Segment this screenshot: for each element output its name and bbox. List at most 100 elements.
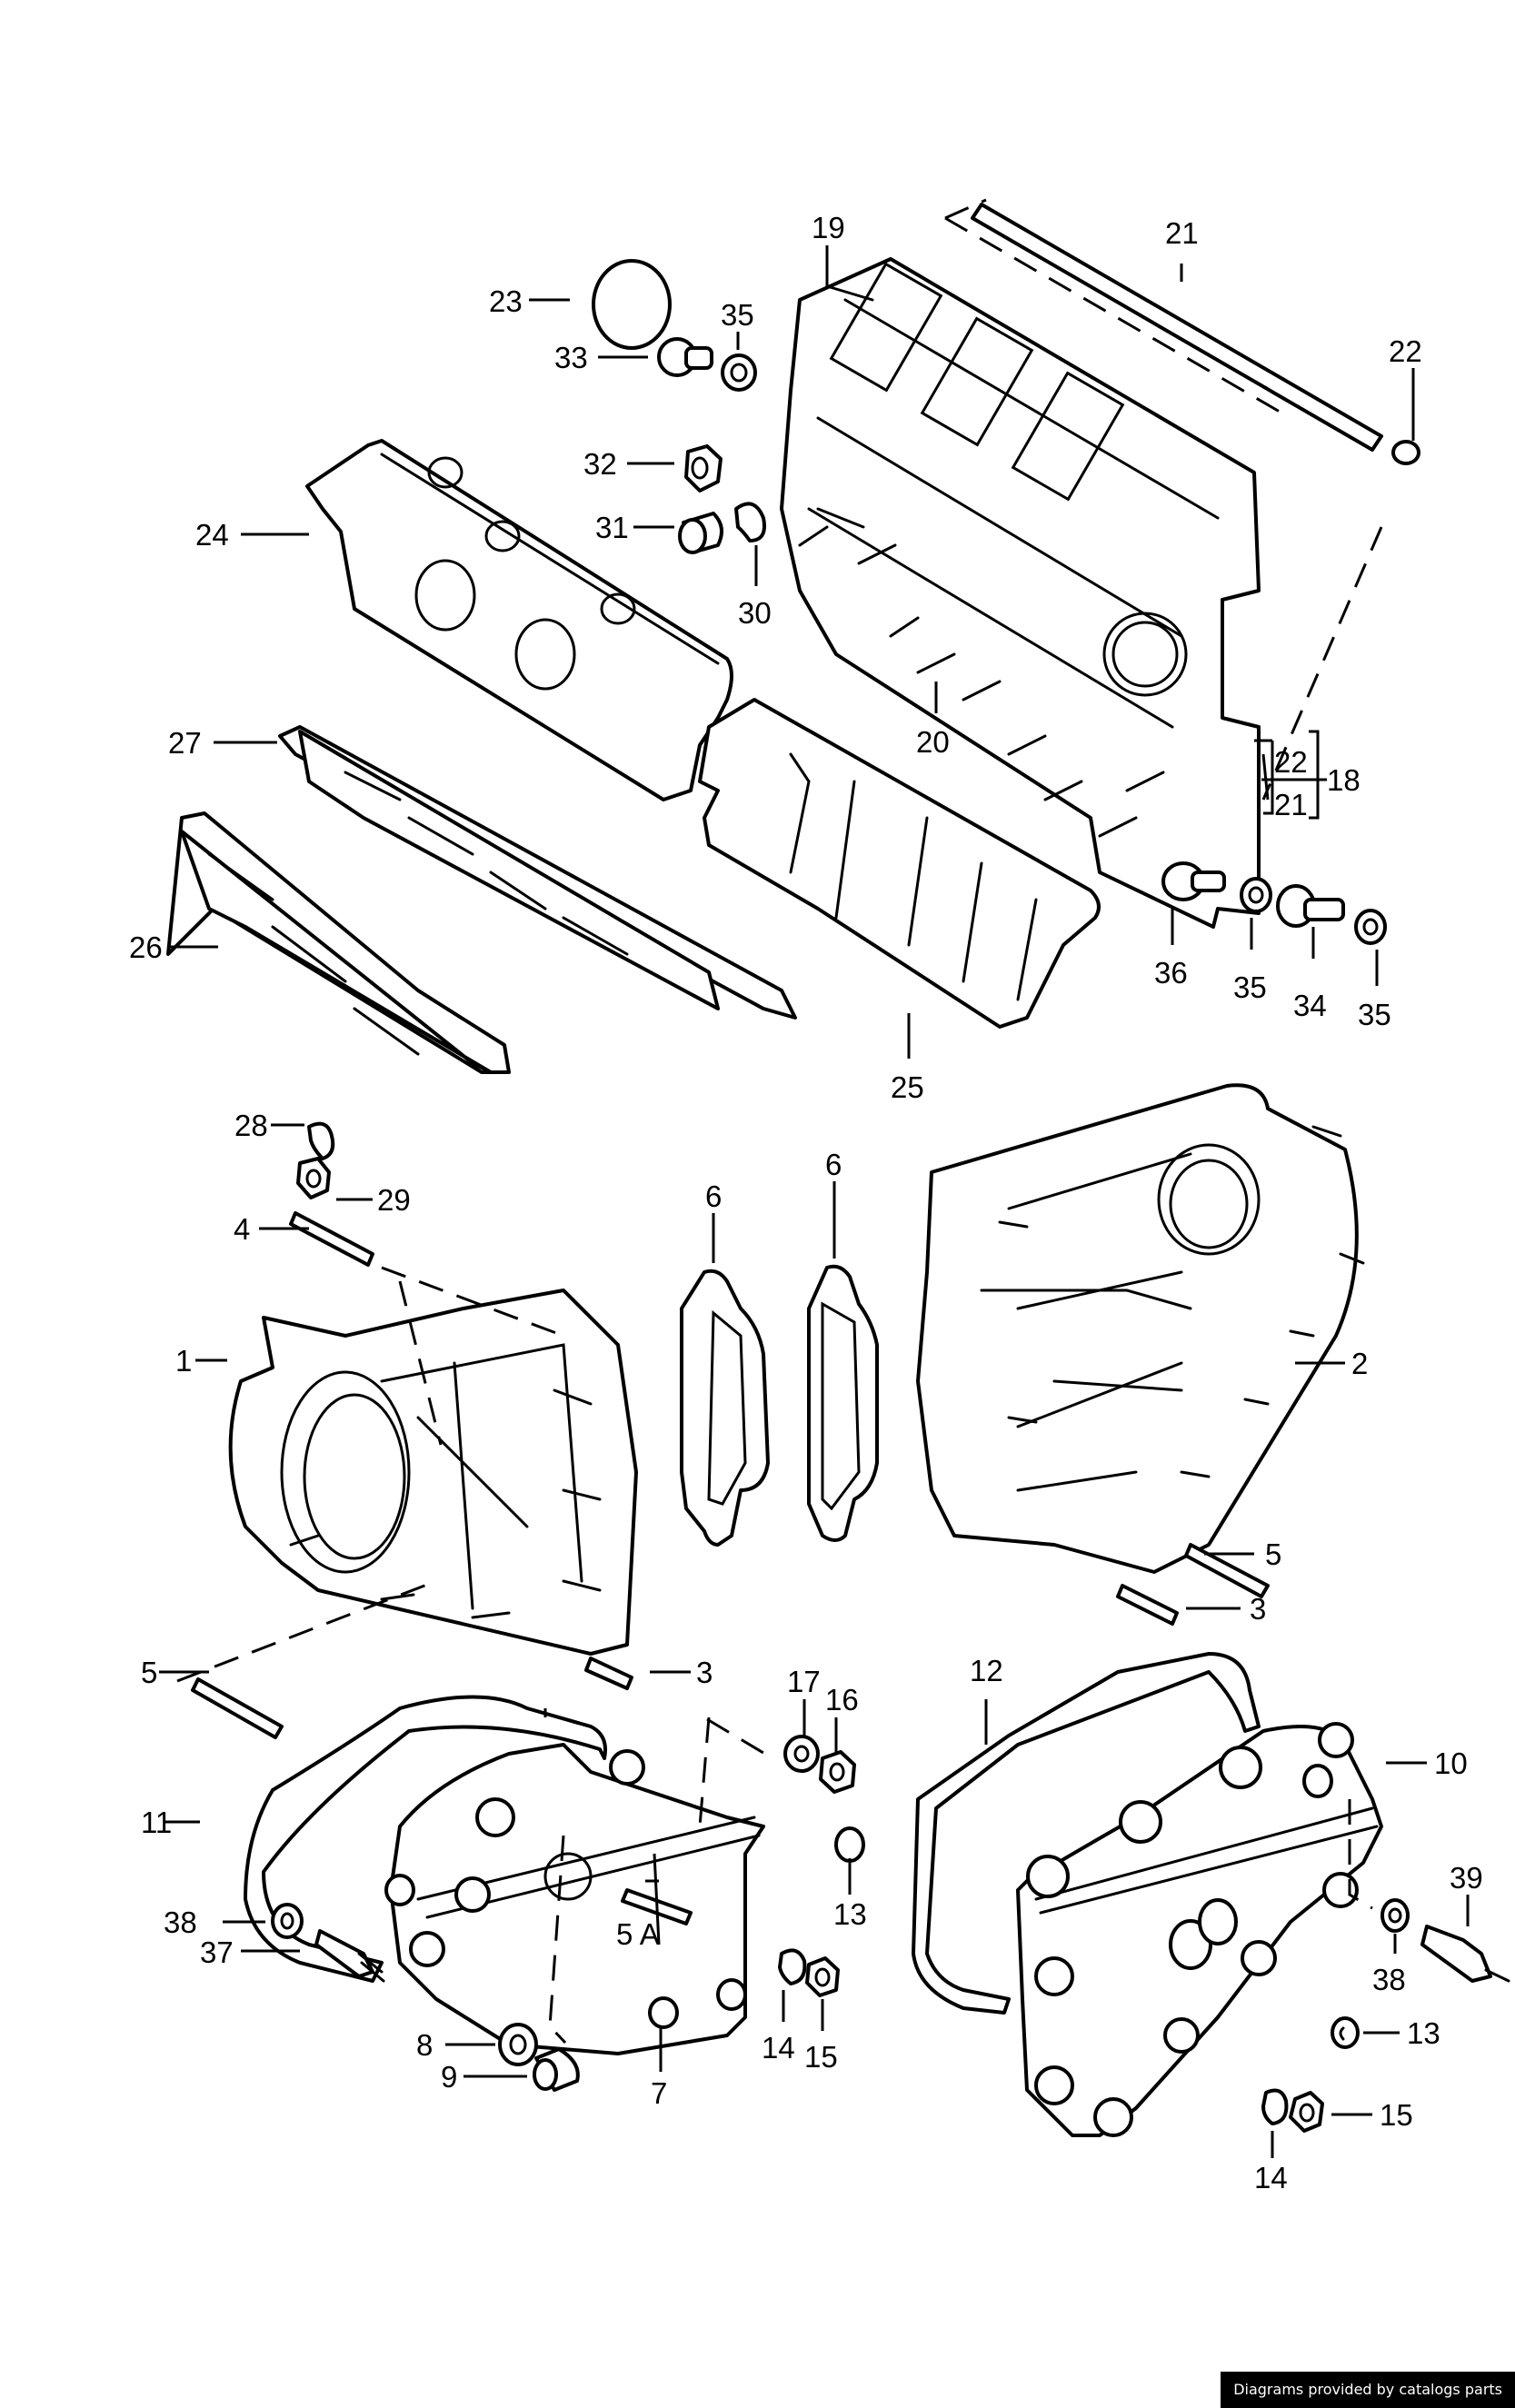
part-36-banjo-bolt[interactable] bbox=[1161, 861, 1226, 901]
rocker-shaft[interactable] bbox=[971, 203, 1420, 465]
part-35-washer[interactable] bbox=[721, 353, 757, 392]
callout-5A: 5 A bbox=[616, 1917, 660, 1951]
part-26-plate[interactable] bbox=[166, 811, 511, 1074]
part-8-washer[interactable] bbox=[498, 2023, 538, 2066]
part-6-gasket-b[interactable] bbox=[807, 1264, 879, 1542]
part-30-washer[interactable] bbox=[734, 502, 766, 542]
part-38-washer-right[interactable] bbox=[1380, 1898, 1410, 1933]
callout-13-left: 13 bbox=[833, 1897, 867, 1931]
part-2-housing[interactable] bbox=[916, 1083, 1365, 1574]
callout-6-b: 6 bbox=[825, 1148, 842, 1181]
part-33-plug[interactable] bbox=[657, 337, 713, 377]
callout-7: 7 bbox=[651, 2076, 667, 2110]
callout-12: 12 bbox=[970, 1654, 1003, 1687]
part-14-washer-left[interactable] bbox=[778, 1948, 807, 1985]
callout-18-bottom: 21 bbox=[1274, 788, 1308, 821]
part-35-washer-c[interactable] bbox=[1354, 909, 1387, 945]
callout-38-left: 38 bbox=[164, 1906, 197, 1939]
callout-37: 37 bbox=[200, 1935, 234, 1969]
part-3-stud-left[interactable] bbox=[584, 1657, 633, 1690]
callout-24: 24 bbox=[195, 518, 229, 552]
part-3-stud-right[interactable] bbox=[1116, 1584, 1179, 1626]
part-10-cover[interactable] bbox=[1016, 1722, 1383, 2137]
part-1-housing[interactable] bbox=[228, 1289, 638, 1656]
part-4-stud[interactable] bbox=[289, 1211, 374, 1267]
part-13-spacer-left[interactable] bbox=[834, 1826, 865, 1863]
part-6-gasket-a[interactable] bbox=[680, 1269, 770, 1547]
callout-39: 39 bbox=[1450, 1861, 1483, 1895]
part-7-cover[interactable] bbox=[384, 1743, 765, 2055]
watermark: Diagrams provided by catalogs parts bbox=[1221, 2372, 1515, 2408]
callout-13-right: 13 bbox=[1407, 2016, 1440, 2050]
stud-leader-4 bbox=[381, 1266, 564, 1446]
shaft-assembly-leader bbox=[944, 198, 1383, 801]
callout-15-right: 15 bbox=[1380, 2098, 1413, 2132]
callout-16: 16 bbox=[825, 1683, 859, 1716]
part-15-nut-left[interactable] bbox=[805, 1956, 840, 1997]
callout-28: 28 bbox=[234, 1109, 268, 1142]
part-24-valve-cover[interactable] bbox=[305, 439, 733, 801]
cylinder-head[interactable] bbox=[780, 257, 1261, 929]
callout-9: 9 bbox=[441, 2060, 457, 2094]
callout-25: 25 bbox=[891, 1070, 924, 1104]
part-35-washer-b[interactable] bbox=[1240, 877, 1272, 913]
callout-5-right: 5 bbox=[1265, 1537, 1281, 1571]
part-15-nut-right[interactable] bbox=[1289, 2091, 1324, 2133]
callout-32: 32 bbox=[583, 447, 617, 481]
part-16-nut[interactable] bbox=[819, 1750, 856, 1794]
stud-leader-5 bbox=[176, 1579, 437, 1683]
part-13-spacer-right[interactable] bbox=[1331, 2016, 1360, 2049]
callout-3-left: 3 bbox=[696, 1656, 713, 1689]
part-29-nut[interactable] bbox=[296, 1157, 331, 1199]
callout-4: 4 bbox=[234, 1212, 250, 1246]
callout-23: 23 bbox=[489, 284, 523, 318]
callout-15-left: 15 bbox=[804, 2040, 838, 2074]
callout-31: 31 bbox=[595, 511, 629, 544]
callout-30: 30 bbox=[738, 596, 772, 630]
callout-18: 18 bbox=[1327, 763, 1361, 797]
part-5-stud-left[interactable] bbox=[191, 1677, 284, 1739]
part-5-stud-right[interactable] bbox=[1184, 1543, 1270, 1598]
callout-17: 17 bbox=[787, 1665, 821, 1698]
callout-35-c: 35 bbox=[1358, 998, 1391, 1031]
part-32-nut[interactable] bbox=[684, 444, 723, 493]
cover-10-leader-dash bbox=[1348, 1799, 1373, 1910]
part-27-gasket[interactable] bbox=[278, 725, 797, 1020]
leader-5A bbox=[645, 1853, 661, 1945]
callout-22: 22 bbox=[1389, 334, 1422, 368]
callout-29: 29 bbox=[377, 1183, 411, 1217]
part-25-gasket[interactable] bbox=[698, 698, 1101, 1029]
part-37-sensor[interactable] bbox=[314, 1929, 385, 1983]
callout-33: 33 bbox=[554, 341, 588, 374]
part-9-plug[interactable] bbox=[533, 2047, 580, 2092]
part-34-union[interactable] bbox=[1276, 884, 1345, 928]
callout-14-left: 14 bbox=[762, 2031, 795, 2065]
part-31-spacer[interactable] bbox=[678, 512, 723, 554]
part-12-gasket[interactable] bbox=[912, 1652, 1261, 2015]
part-14-washer-right[interactable] bbox=[1261, 2088, 1289, 2125]
part-11-gasket[interactable] bbox=[244, 1695, 607, 1983]
callout-1: 1 bbox=[175, 1344, 192, 1378]
callout-11: 11 bbox=[141, 1806, 172, 1839]
callout-35-b: 35 bbox=[1233, 970, 1267, 1004]
callout-36: 36 bbox=[1154, 956, 1188, 990]
callout-34: 34 bbox=[1293, 989, 1327, 1022]
callout-18-top: 22 bbox=[1274, 745, 1308, 779]
cover-leader-dash bbox=[548, 1716, 773, 2045]
callout-20: 20 bbox=[916, 725, 950, 759]
callout-5-left: 5 bbox=[141, 1656, 157, 1689]
part-17-washer[interactable] bbox=[783, 1735, 820, 1773]
assembly-bracket-18 bbox=[1254, 730, 1327, 820]
head-studs bbox=[798, 284, 1165, 838]
part-38-washer-left[interactable] bbox=[271, 1903, 304, 1939]
callout-6-a: 6 bbox=[705, 1179, 722, 1213]
part-39-sensor[interactable] bbox=[1420, 1925, 1510, 1983]
callout-labels: 19 21 22 23 35 33 32 31 30 24 20 22 21 1… bbox=[129, 211, 1483, 2194]
callout-2: 2 bbox=[1351, 1347, 1368, 1380]
callout-8: 8 bbox=[416, 2028, 433, 2062]
part-28-washer[interactable] bbox=[307, 1121, 335, 1160]
part-23-cap[interactable] bbox=[592, 259, 672, 350]
callout-26: 26 bbox=[129, 930, 163, 964]
callout-21: 21 bbox=[1165, 216, 1199, 250]
